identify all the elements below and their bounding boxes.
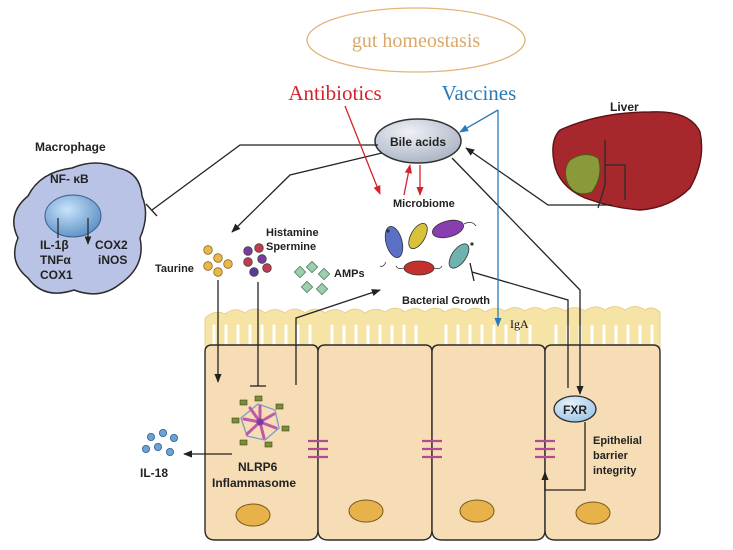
tnfa-label: TNFα [40, 253, 71, 267]
liver-label: Liver [610, 100, 639, 114]
microbiome-to-bile-acids-arrow [403, 164, 412, 196]
fxr-node [553, 395, 597, 423]
title-ellipse [306, 7, 526, 73]
cox1-label: COX1 [40, 268, 73, 282]
nucleus-2 [348, 499, 384, 523]
bile-acids-to-taurine-arrow [231, 152, 383, 233]
nlrp6-inflammasome [231, 395, 290, 448]
il18-molecules [141, 428, 178, 456]
il1b-label: IL-1β [40, 238, 69, 252]
amps-molecules [293, 260, 331, 296]
nucleus-4 [575, 501, 611, 525]
nfkb-label: NF- κB [50, 172, 89, 186]
bile-duct [597, 140, 626, 209]
flagella-dot [470, 242, 474, 246]
amps-to-microbiome-arrow [295, 289, 381, 385]
iga-label: IgA [510, 317, 529, 331]
gallbladder [564, 154, 601, 195]
pathway-arrows [145, 144, 612, 491]
bile-acids-label: Bile acids [390, 135, 446, 149]
bile-acids-node [374, 118, 462, 164]
bile-acids-to-fxr-arrow [451, 157, 584, 395]
nucleus-1 [235, 503, 271, 527]
barrier-label: barrier [593, 450, 629, 462]
bacterium-icon [395, 260, 443, 276]
histamine-label: Histamine [266, 227, 319, 239]
vaccines-to-bile-acids-arrow [459, 109, 499, 133]
bile-acids-inhibits-macrophage [151, 144, 378, 211]
bacterium-icon [379, 226, 404, 267]
amps-label: AMPs [334, 268, 365, 280]
bacterium-icon [448, 243, 470, 269]
inflammasome-label: Inflammasome [212, 476, 296, 490]
taurine-molecules [203, 245, 233, 277]
nucleus-3 [459, 499, 495, 523]
gut-epithelium [204, 306, 661, 541]
diagram-title: gut homeostasis [352, 30, 481, 52]
inhibition-bar [469, 262, 475, 282]
il18-label: IL-18 [140, 466, 168, 480]
antibiotics-arrows [344, 105, 424, 196]
histamine-spermine-molecules [243, 243, 272, 277]
spermine-label: Spermine [266, 241, 316, 253]
tight-junctions [308, 439, 555, 459]
cell-inhibits-bacterial-growth [471, 271, 569, 388]
title-group: gut homeostasis [306, 7, 526, 73]
inos-label: iNOS [98, 253, 127, 267]
antibiotics-to-microbiome-arrow [344, 105, 381, 195]
liver [552, 111, 703, 211]
fxr-label: FXR [563, 403, 587, 417]
microbiome-label: Microbiome [393, 198, 455, 210]
fxr-to-barrier-arrow [541, 422, 586, 491]
antibiotics-label: Antibiotics [288, 81, 381, 105]
integrity-label: integrity [593, 465, 637, 477]
macrophage-nucleus [44, 194, 102, 238]
epithelial-cell-4 [544, 344, 661, 541]
macrophage-label: Macrophage [35, 140, 106, 154]
microbiome-bacteria [379, 219, 477, 276]
epithelial-label: Epithelial [593, 435, 642, 447]
bacterial-growth-label: Bacterial Growth [402, 295, 490, 307]
liver-to-bile-acids-arrow [465, 147, 612, 206]
macrophage [13, 162, 147, 295]
vaccines-label: Vaccines [442, 81, 517, 105]
taurine-label: Taurine [155, 263, 194, 275]
bacterium-icon [408, 222, 428, 250]
vaccines-arrows [459, 109, 502, 327]
cox2-label: COX2 [95, 238, 128, 252]
flagella-dot [386, 229, 390, 233]
nlrp6-label: NLRP6 [238, 460, 278, 474]
bacterium-icon [432, 219, 477, 239]
inhibition-bar [145, 203, 158, 217]
